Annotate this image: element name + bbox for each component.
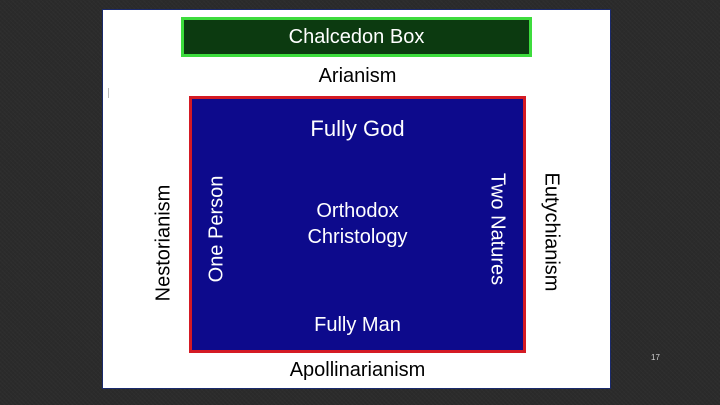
divider-tick [108, 88, 109, 98]
label-fully-man: Fully Man [314, 314, 401, 336]
label-orthodox-line2: Christology [307, 226, 408, 248]
label-fully-god: Fully God [310, 116, 405, 141]
label-orthodox-christology: Orthodox Christology [192, 198, 523, 250]
slide: Chalcedon Box Arianism Nestorianism Euty… [102, 9, 611, 389]
label-arianism: Arianism [318, 65, 397, 87]
slide-number: 17 [651, 353, 660, 362]
label-eutychianism: Eutychianism [540, 172, 563, 292]
orthodox-christology-box: Fully God One Person Two Natures Orthodo… [189, 96, 526, 353]
chalcedon-box-title: Chalcedon Box [181, 17, 532, 57]
label-nestorianism: Nestorianism [152, 184, 175, 302]
label-apollinarianism: Apollinarianism [289, 359, 426, 381]
label-orthodox-line1: Orthodox [316, 200, 399, 222]
